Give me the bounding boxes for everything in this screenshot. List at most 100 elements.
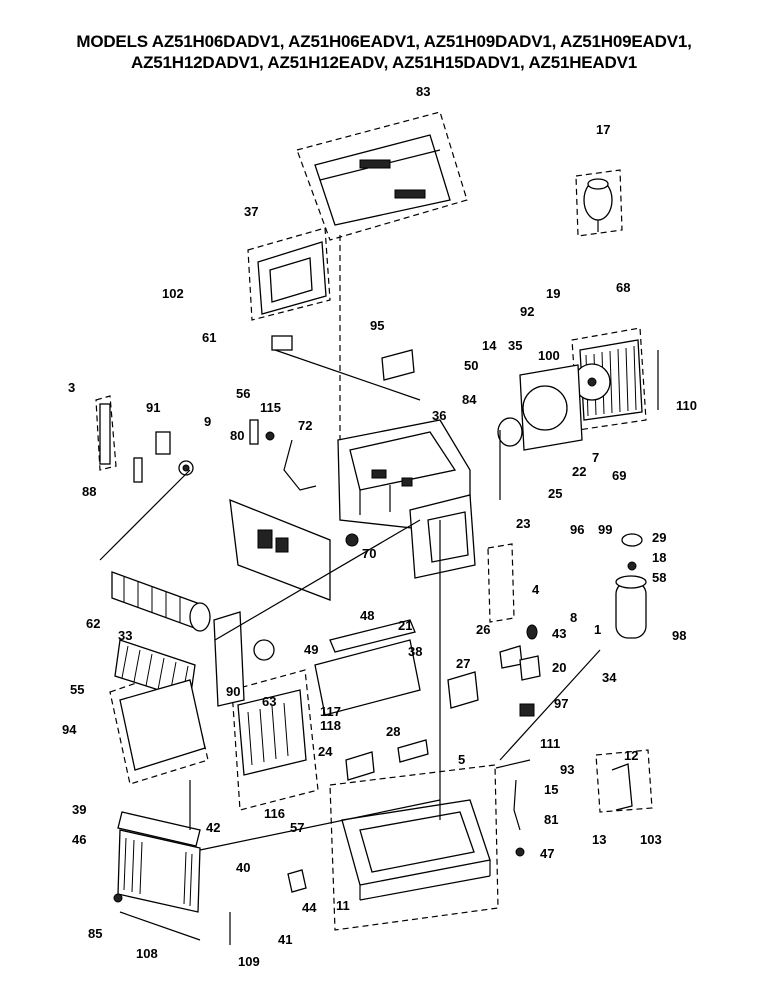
callout-83: 83 xyxy=(416,84,430,99)
callout-24: 24 xyxy=(318,744,333,759)
part-44 xyxy=(287,869,307,893)
callout-3: 3 xyxy=(68,380,75,395)
callout-80: 80 xyxy=(230,428,244,443)
callout-23: 23 xyxy=(516,516,530,531)
callout-50: 50 xyxy=(464,358,478,373)
callout-111: 111 xyxy=(540,736,560,751)
callout-117: 117 xyxy=(320,704,341,719)
part-33-blower-wheel xyxy=(111,571,211,632)
callout-37: 37 xyxy=(244,204,258,219)
group-box-3 xyxy=(95,395,117,471)
callout-84: 84 xyxy=(462,392,477,407)
part-83-control-box xyxy=(314,134,451,226)
callout-33: 33 xyxy=(118,628,132,643)
part-front-grille xyxy=(113,811,201,913)
part-43 xyxy=(526,624,538,640)
callout-102: 102 xyxy=(162,286,184,301)
part-58 xyxy=(627,561,637,571)
part-fan-shroud xyxy=(497,364,583,451)
part-12-13-capacitor xyxy=(611,763,633,811)
callout-1: 1 xyxy=(594,622,601,637)
callout-70: 70 xyxy=(362,546,376,561)
part-49-knob xyxy=(253,639,275,661)
callout-14: 14 xyxy=(482,338,497,353)
callout-58: 58 xyxy=(652,570,666,585)
callout-48: 48 xyxy=(360,608,374,623)
callout-109: 109 xyxy=(238,954,260,969)
callout-7: 7 xyxy=(592,450,599,465)
part-88-plate xyxy=(133,457,143,483)
part-63-panel xyxy=(237,689,307,776)
callout-63: 63 xyxy=(262,694,276,709)
callout-40: 40 xyxy=(236,860,250,875)
callout-110: 110 xyxy=(676,398,697,413)
group-box-83 xyxy=(296,111,468,241)
assembly-lines xyxy=(99,235,659,945)
part-26 xyxy=(499,645,523,669)
callout-97: 97 xyxy=(554,696,568,711)
callout-38: 38 xyxy=(408,644,422,659)
part-37-bracket xyxy=(257,241,327,315)
part-21-rail xyxy=(329,619,416,653)
callout-28: 28 xyxy=(386,724,400,739)
callout-27: 27 xyxy=(456,656,470,671)
callout-72: 72 xyxy=(298,418,312,433)
callout-21: 21 xyxy=(398,618,412,633)
part-47 xyxy=(515,847,525,857)
callout-17: 17 xyxy=(596,122,610,137)
part-91-bracket xyxy=(155,431,171,455)
callout-9: 9 xyxy=(204,414,211,429)
part-48-cover xyxy=(229,498,331,601)
callout-13: 13 xyxy=(592,832,606,847)
callout-20: 20 xyxy=(552,660,566,675)
group-box-37 xyxy=(247,227,331,321)
callout-36: 36 xyxy=(432,408,446,423)
callout-81: 81 xyxy=(544,812,558,827)
callout-99: 99 xyxy=(598,522,612,537)
part-115 xyxy=(265,431,275,441)
callout-5: 5 xyxy=(458,752,465,767)
callout-11: 11 xyxy=(336,898,350,913)
callout-93: 93 xyxy=(560,762,574,777)
callout-26: 26 xyxy=(476,622,490,637)
callout-91: 91 xyxy=(146,400,160,415)
diagram-title-line-1: MODELS AZ51H06DADV1, AZ51H06EADV1, AZ51H… xyxy=(76,32,692,51)
part-27 xyxy=(447,671,479,709)
callout-98: 98 xyxy=(672,628,686,643)
callout-25: 25 xyxy=(548,486,562,501)
part-28 xyxy=(397,739,429,763)
callout-100: 100 xyxy=(538,348,560,363)
callout-90: 90 xyxy=(226,684,240,699)
callout-29: 29 xyxy=(652,530,666,545)
callout-108: 108 xyxy=(136,946,158,961)
callout-41: 41 xyxy=(278,932,292,947)
group-box-93 xyxy=(595,749,653,813)
callout-62: 62 xyxy=(86,616,100,631)
part-97 xyxy=(519,703,535,717)
diagram-title-line-2: AZ51H12DADV1, AZ51H12EADV, AZ51H15DADV1,… xyxy=(131,53,637,72)
part-38-tray xyxy=(314,639,421,716)
part-condenser-coil xyxy=(573,339,643,421)
callout-35: 35 xyxy=(508,338,522,353)
callout-34: 34 xyxy=(602,670,617,685)
callout-15: 15 xyxy=(544,782,558,797)
part-15-tube xyxy=(513,779,521,831)
callout-labels: 83 17 37 102 19 68 92 61 95 14 35 100 50… xyxy=(62,84,697,969)
callout-68: 68 xyxy=(616,280,630,295)
callout-44: 44 xyxy=(302,900,317,915)
callout-57: 57 xyxy=(290,820,304,835)
callout-39: 39 xyxy=(72,802,86,817)
group-box-17 xyxy=(575,169,623,237)
callout-116: 116 xyxy=(264,806,285,821)
part-72-rod xyxy=(283,439,317,491)
part-61 xyxy=(271,335,293,351)
callout-56: 56 xyxy=(236,386,250,401)
part-111-line xyxy=(495,759,531,769)
part-108-rod xyxy=(119,911,201,941)
callout-96: 96 xyxy=(570,522,584,537)
callout-118: 118 xyxy=(320,718,341,733)
callout-46: 46 xyxy=(72,832,86,847)
part-17-motor xyxy=(583,178,613,232)
part-56 xyxy=(249,419,259,445)
